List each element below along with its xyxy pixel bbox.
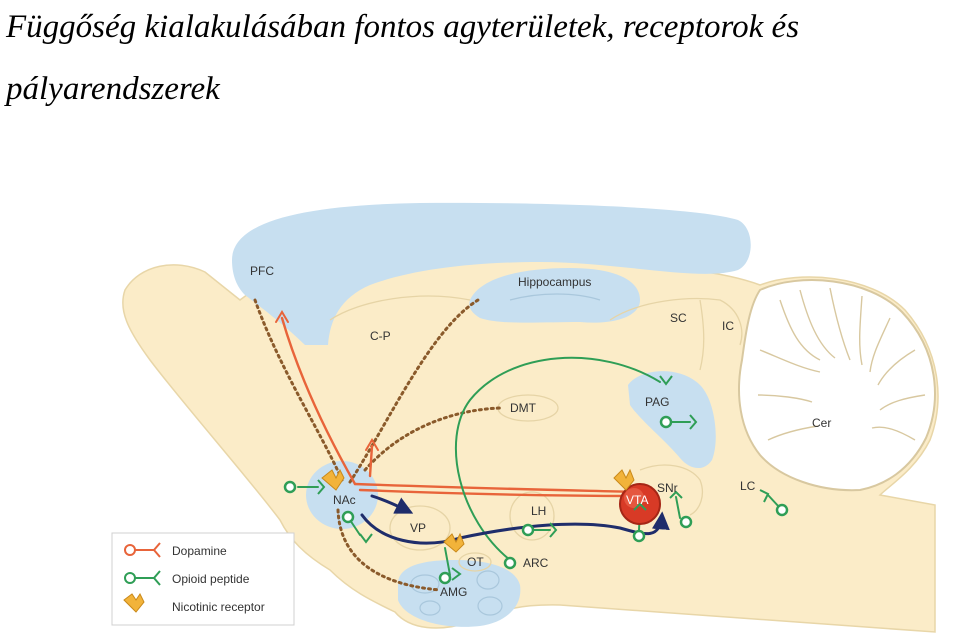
label-ic: IC xyxy=(722,319,734,333)
legend: Dopamine Opioid peptide Nicotinic recept… xyxy=(111,532,295,626)
label-cer: Cer xyxy=(812,416,831,430)
pag-region xyxy=(628,371,716,469)
label-pag: PAG xyxy=(645,395,669,409)
cortex-pfc-region xyxy=(232,202,751,345)
label-hippocampus: Hippocampus xyxy=(518,275,591,289)
label-dmt: DMT xyxy=(510,401,537,415)
amg-nuclei xyxy=(410,570,503,616)
opioid-receptor-forks xyxy=(317,375,770,581)
hippocampus-region xyxy=(469,268,640,323)
legend-dopamine-label: Dopamine xyxy=(172,544,227,558)
legend-nicotinic-label: Nicotinic receptor xyxy=(172,600,265,614)
slide-title: Függőség kialakulásában fontos agyterüle… xyxy=(6,9,800,107)
region-outlines xyxy=(329,295,743,572)
label-vp: VP xyxy=(410,521,426,535)
legend-nicotinic-symbol xyxy=(123,593,145,613)
label-ot: OT xyxy=(467,555,484,569)
cerebellum xyxy=(738,279,936,492)
label-pfc: PFC xyxy=(250,264,274,278)
legend-opioid-symbol xyxy=(124,570,161,586)
label-vta: VTA xyxy=(626,493,648,507)
dotted-pathways xyxy=(253,298,502,592)
hippocampus-inner xyxy=(509,293,601,301)
label-amg: AMG xyxy=(440,585,467,599)
amg-region xyxy=(398,560,521,627)
label-sc: SC xyxy=(670,311,687,325)
legend-dopamine-symbol xyxy=(124,542,161,558)
opioid-terminals xyxy=(283,415,789,585)
label-cp: C-P xyxy=(370,329,391,343)
nicotinic-receptor-markers xyxy=(321,468,635,553)
legend-opioid-label: Opioid peptide xyxy=(172,572,250,586)
dopamine-pathways xyxy=(275,310,642,498)
label-arc: ARC xyxy=(523,556,549,570)
cerebellum-folia xyxy=(757,287,926,441)
label-snr: SNr xyxy=(657,481,678,495)
label-lc: LC xyxy=(740,479,756,493)
label-nac: NAc xyxy=(333,493,356,507)
label-lh: LH xyxy=(531,504,546,518)
vta-highlight xyxy=(624,488,644,508)
